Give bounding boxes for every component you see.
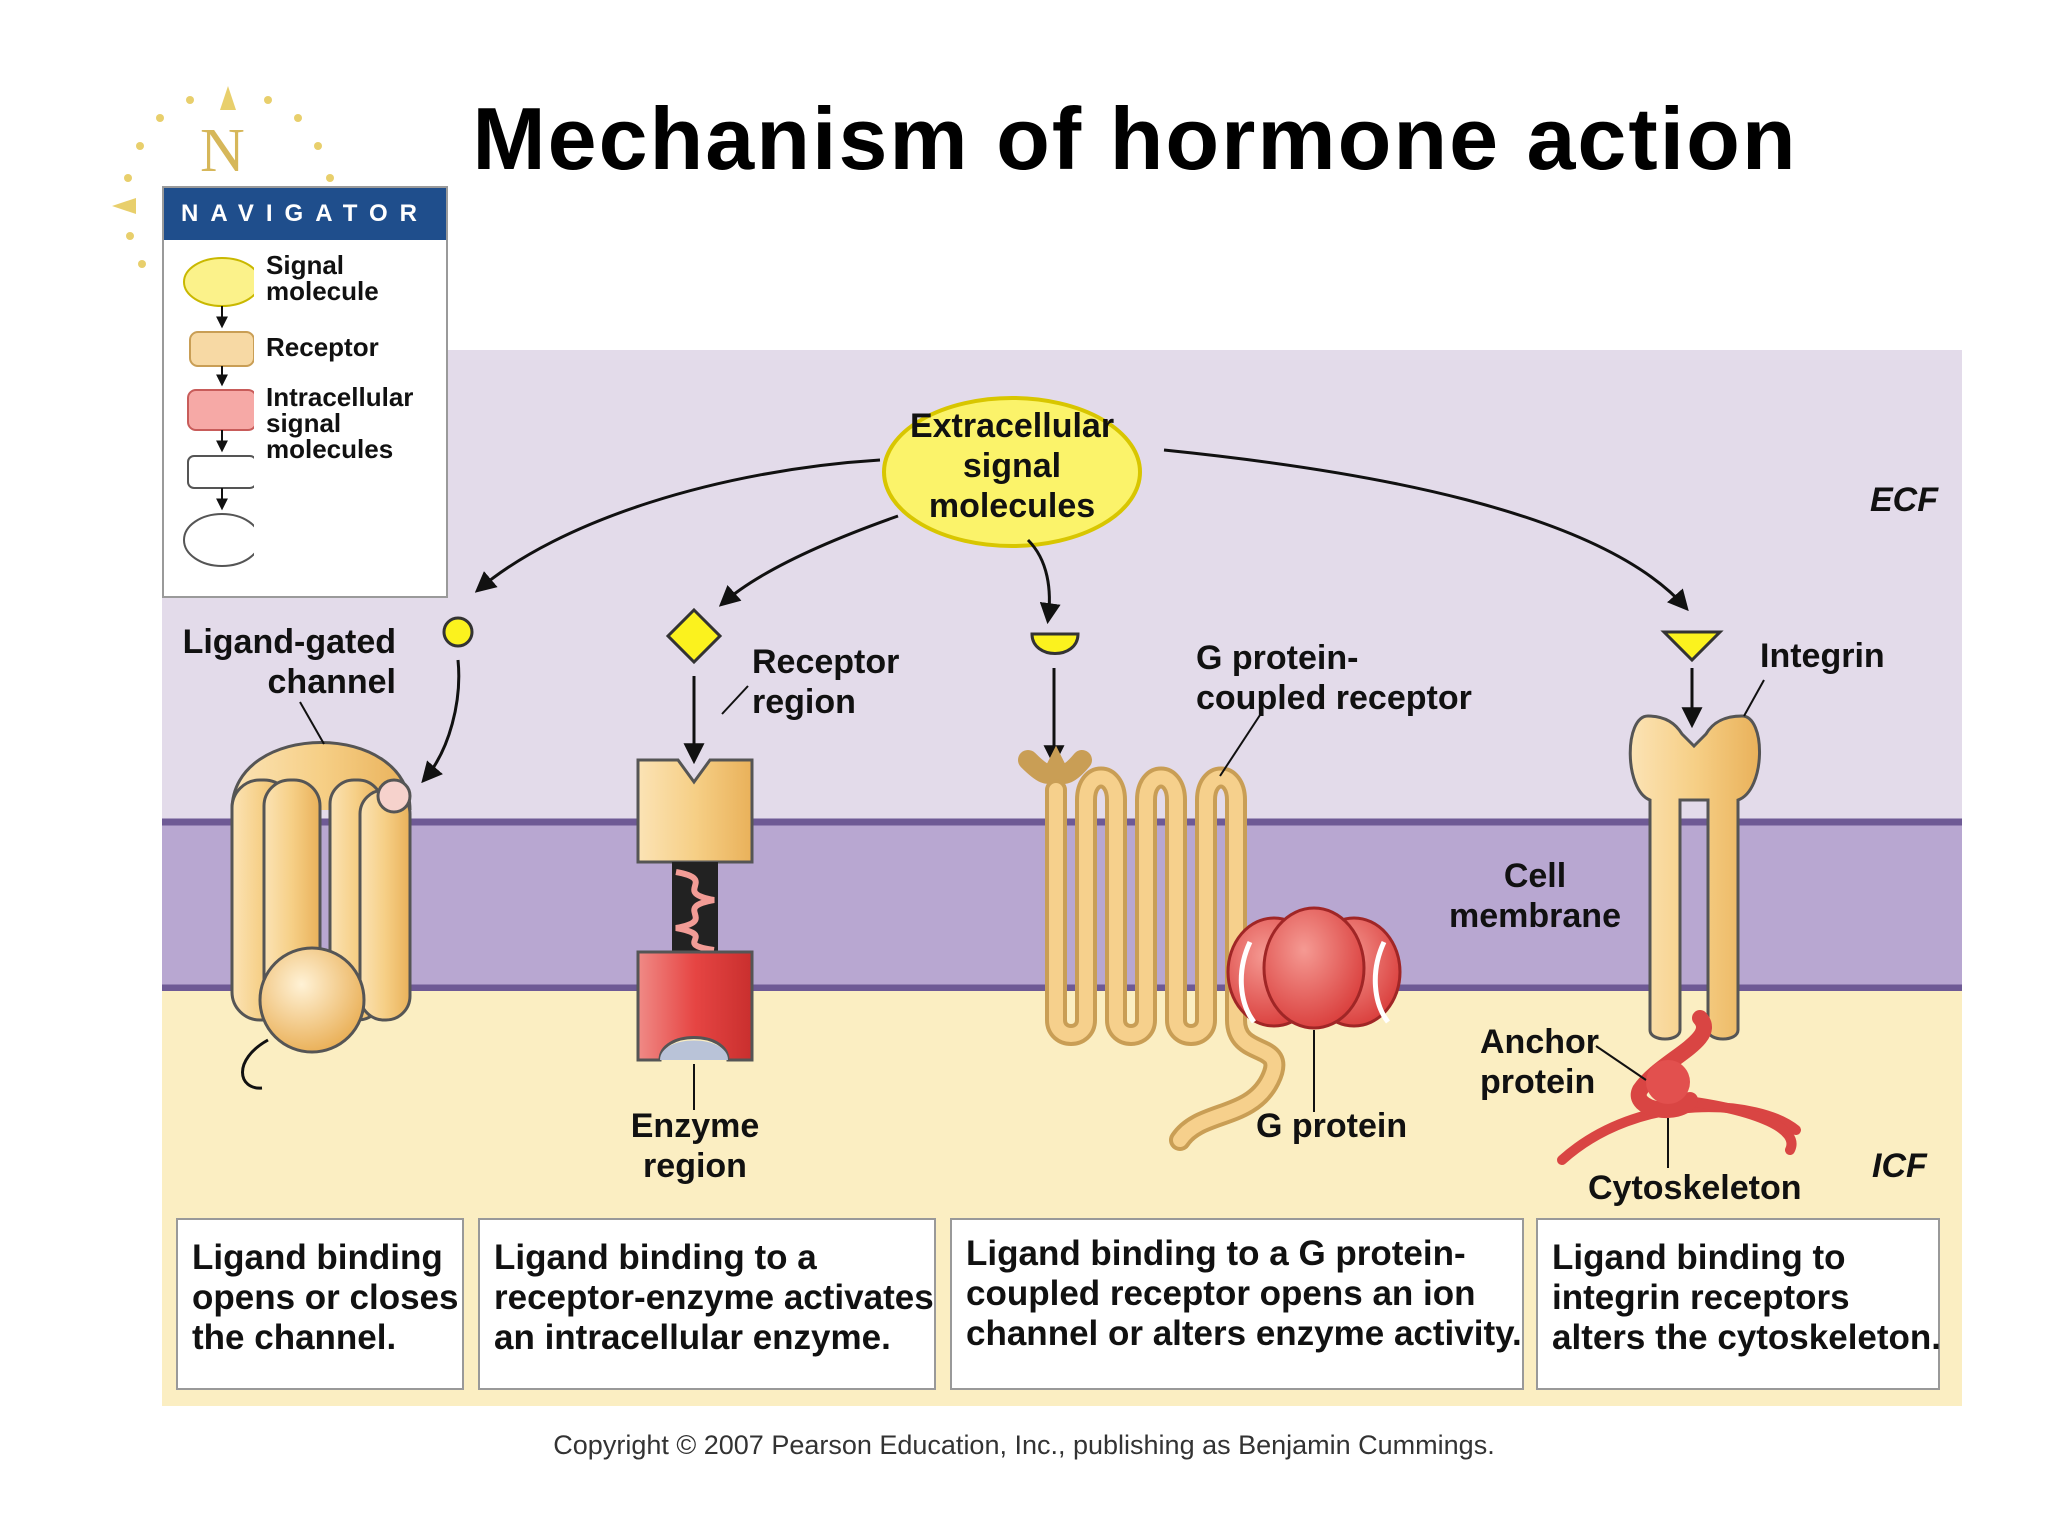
cytoskeleton-label: Cytoskeleton bbox=[1588, 1169, 1802, 1207]
g-protein-coupled-receptor bbox=[1018, 745, 1286, 1151]
extracellular-signal-ellipse bbox=[882, 396, 1142, 548]
cytoskeleton bbox=[1557, 1095, 1801, 1165]
copyright-notice: Copyright © 2007 Pearson Education, Inc.… bbox=[553, 1430, 1495, 1460]
navigator-flow-icons bbox=[183, 257, 254, 567]
navigator-item-receptor: Receptor bbox=[266, 332, 379, 362]
icf-label: ICF bbox=[1872, 1147, 1927, 1185]
ligand-gated-channel bbox=[230, 741, 412, 1090]
integrin-label: Integrin bbox=[1760, 637, 1885, 675]
navigator-header: NAVIGATOR bbox=[164, 188, 446, 240]
page-title: Mechanism of hormone action bbox=[472, 89, 1798, 188]
ligand-circle bbox=[442, 616, 474, 648]
gpcr-label: G protein-coupled receptor bbox=[1196, 639, 1472, 717]
caption-gpcr: Ligand binding to a G protein-coupled re… bbox=[950, 1218, 1524, 1390]
ligand-half-circle bbox=[1030, 632, 1080, 655]
integrin bbox=[1628, 714, 1761, 1041]
anchor-protein bbox=[1630, 1010, 1712, 1119]
g-protein bbox=[1226, 906, 1402, 1030]
ligand-triangle bbox=[1660, 630, 1724, 663]
ligand-diamond bbox=[665, 607, 723, 665]
ecf-label: ECF bbox=[1870, 481, 1938, 519]
g-protein-label: G protein bbox=[1256, 1107, 1408, 1145]
receptor-enzyme bbox=[636, 758, 754, 1062]
navigator-logo-letter: N bbox=[200, 117, 245, 185]
navigator-logo-icon bbox=[112, 86, 334, 268]
